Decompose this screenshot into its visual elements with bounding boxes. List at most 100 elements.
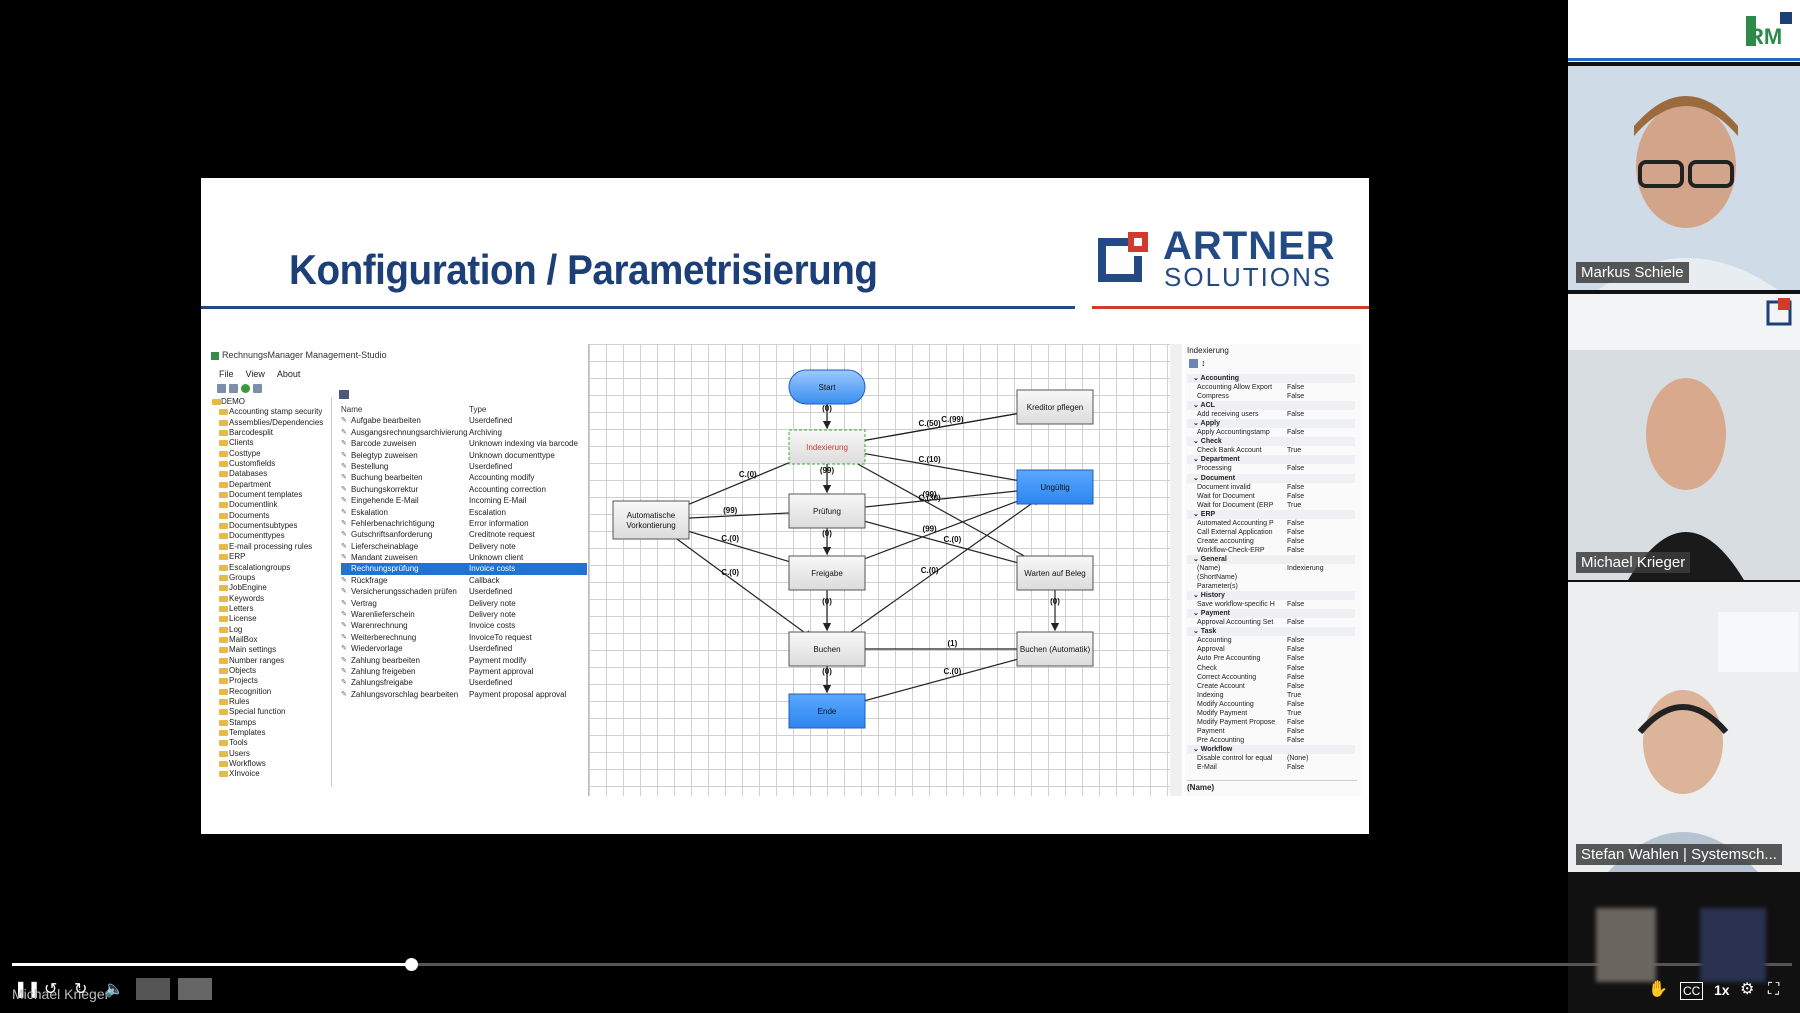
tree-item[interactable]: Assemblies/Dependencies xyxy=(211,418,331,428)
tree-item[interactable]: Databases xyxy=(211,469,331,479)
tree-item[interactable]: Barcodesplit xyxy=(211,428,331,438)
menu-view[interactable]: View xyxy=(245,369,265,379)
tree-item[interactable]: Stamps xyxy=(211,718,331,728)
tree-item[interactable]: Tools xyxy=(211,738,331,748)
property-category[interactable]: ⌄ Task xyxy=(1187,627,1355,637)
tree-item[interactable]: Documents xyxy=(211,511,331,521)
canvas-scrollbar[interactable] xyxy=(1170,344,1182,796)
tree-root[interactable]: DEMO xyxy=(211,397,331,407)
property-category[interactable]: ⌄ ERP xyxy=(1187,509,1355,519)
property-row[interactable]: (Name)Indexierung xyxy=(1197,564,1324,572)
tree-item[interactable]: Escalationgroups xyxy=(211,563,331,573)
sort-az-icon[interactable]: ↕ xyxy=(1201,358,1206,368)
tree-item[interactable]: Templates xyxy=(211,728,331,738)
tree-item[interactable]: Objects xyxy=(211,666,331,676)
video-tile-3[interactable]: Stefan Wahlen | Systemsch... xyxy=(1568,582,1800,872)
property-category[interactable]: ⌄ History xyxy=(1187,591,1355,601)
property-category[interactable]: ⌄ Workflow xyxy=(1187,744,1355,754)
playback-speed[interactable]: 1x xyxy=(1714,982,1730,998)
workflow-edge[interactable] xyxy=(826,497,1041,650)
tree-item[interactable]: Users xyxy=(211,749,331,759)
tree-item[interactable]: Clients xyxy=(211,438,331,448)
tree-item[interactable]: Projects xyxy=(211,676,331,686)
workflow-node-buchen[interactable]: Buchen xyxy=(788,631,866,667)
settings-icon[interactable]: ⚙ xyxy=(1740,981,1755,998)
tree-item[interactable]: Documenttypes xyxy=(211,531,331,541)
property-row[interactable]: Parameter(s) xyxy=(1197,583,1238,591)
property-category[interactable]: ⌄ Payment xyxy=(1187,609,1355,619)
tree-item[interactable]: Keywords xyxy=(211,594,331,604)
workflow-node-ungueltig[interactable]: Ungültig xyxy=(1016,469,1094,505)
toolbar-open-icon[interactable] xyxy=(229,384,238,393)
property-category[interactable]: ⌄ Apply xyxy=(1187,419,1355,429)
tree-item[interactable]: Accounting stamp security xyxy=(211,407,331,417)
forward-icon[interactable]: ↻ xyxy=(74,981,88,998)
workflow-node-indexierung[interactable]: Indexierung xyxy=(788,429,866,465)
thumbnail-preview-1[interactable] xyxy=(1596,908,1656,982)
tree-item[interactable]: Log xyxy=(211,625,331,635)
categorized-view-icon[interactable] xyxy=(1189,359,1198,368)
tree-item[interactable]: Number ranges xyxy=(211,656,331,666)
rewind-icon[interactable]: ↺ xyxy=(44,981,58,998)
volume-icon[interactable]: 🔈 xyxy=(104,981,124,998)
toolbar-refresh-icon[interactable] xyxy=(241,384,250,393)
tree-item[interactable]: Main settings xyxy=(211,645,331,655)
workflow-canvas[interactable]: (0)C.(50)C.(99)C.(10)C.(0)(99)(99)C.(30)… xyxy=(588,344,1172,796)
workflow-edge[interactable] xyxy=(826,446,1040,565)
progress-handle[interactable] xyxy=(405,958,418,971)
property-category[interactable]: ⌄ Accounting xyxy=(1187,374,1355,384)
workflow-node-buchen-auto[interactable]: Buchen (Automatik) xyxy=(1016,631,1094,667)
fullscreen-icon[interactable]: ⛶ xyxy=(1768,981,1780,998)
tree-item[interactable]: ERP xyxy=(211,552,331,562)
tree-item[interactable]: License xyxy=(211,614,331,624)
property-category[interactable]: ⌄ Document xyxy=(1187,473,1355,483)
video-tile-2[interactable]: Michael Krieger xyxy=(1568,294,1800,580)
workflow-edge[interactable] xyxy=(650,519,813,639)
property-category[interactable]: ⌄ Check xyxy=(1187,437,1355,447)
transcript-icon[interactable]: ✋ xyxy=(1648,981,1668,998)
column-header-name[interactable]: Name xyxy=(341,405,363,414)
tree-item[interactable]: Documentsubtypes xyxy=(211,521,331,531)
tree-item[interactable]: Special function xyxy=(211,707,331,717)
tree-item[interactable]: JobEngine xyxy=(211,583,331,593)
video-tile-1[interactable]: Markus Schiele xyxy=(1568,66,1800,290)
